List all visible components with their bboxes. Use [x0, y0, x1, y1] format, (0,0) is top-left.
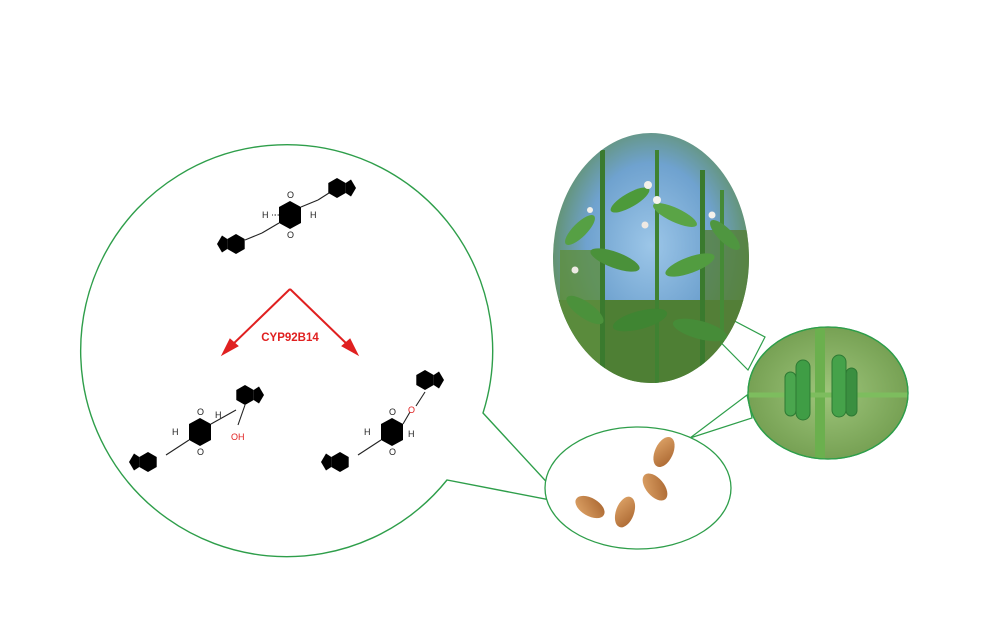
- oxygen-atom-label: O: [389, 447, 396, 457]
- hydrogen-atom-label: H: [172, 427, 179, 437]
- sesame-seed-icon: [575, 495, 605, 519]
- reaction-arrows: [220, 288, 360, 357]
- hydrogen-atom-label: H: [262, 210, 269, 220]
- oxygen-atom-label: O: [197, 407, 204, 417]
- oxygen-atom-label: O: [389, 407, 396, 417]
- oxygen-atom-label: O: [197, 447, 204, 457]
- hydrogen-atom-label: H: [215, 410, 222, 420]
- oxygen-atom-label: O: [287, 190, 294, 200]
- oxygen-atom-label: O: [287, 230, 294, 240]
- hydroxylated-product-structure: [129, 385, 264, 472]
- sesame-seeds-bubble: [544, 426, 732, 550]
- sesame-seed-icon: [653, 437, 675, 467]
- oxygen-insertion-product-structure: [321, 370, 444, 472]
- sesame-seed-icon: [614, 496, 636, 528]
- sesamin-structure: [217, 178, 356, 254]
- hydrogen-atom-label: H: [408, 429, 415, 439]
- hydroxyl-group-label: OH: [231, 432, 245, 442]
- hydrogen-atom-label: H: [310, 210, 317, 220]
- sesame-pod-closeup: [747, 326, 909, 460]
- inserted-oxygen-label: O: [408, 405, 415, 415]
- hydrogen-atom-label: H: [364, 427, 371, 437]
- seeds-to-pod-connector: [689, 393, 753, 439]
- chemistry-bubble: [80, 144, 568, 558]
- sesame-seed-icon: [642, 473, 668, 501]
- enzyme-label: CYP92B14: [261, 332, 319, 344]
